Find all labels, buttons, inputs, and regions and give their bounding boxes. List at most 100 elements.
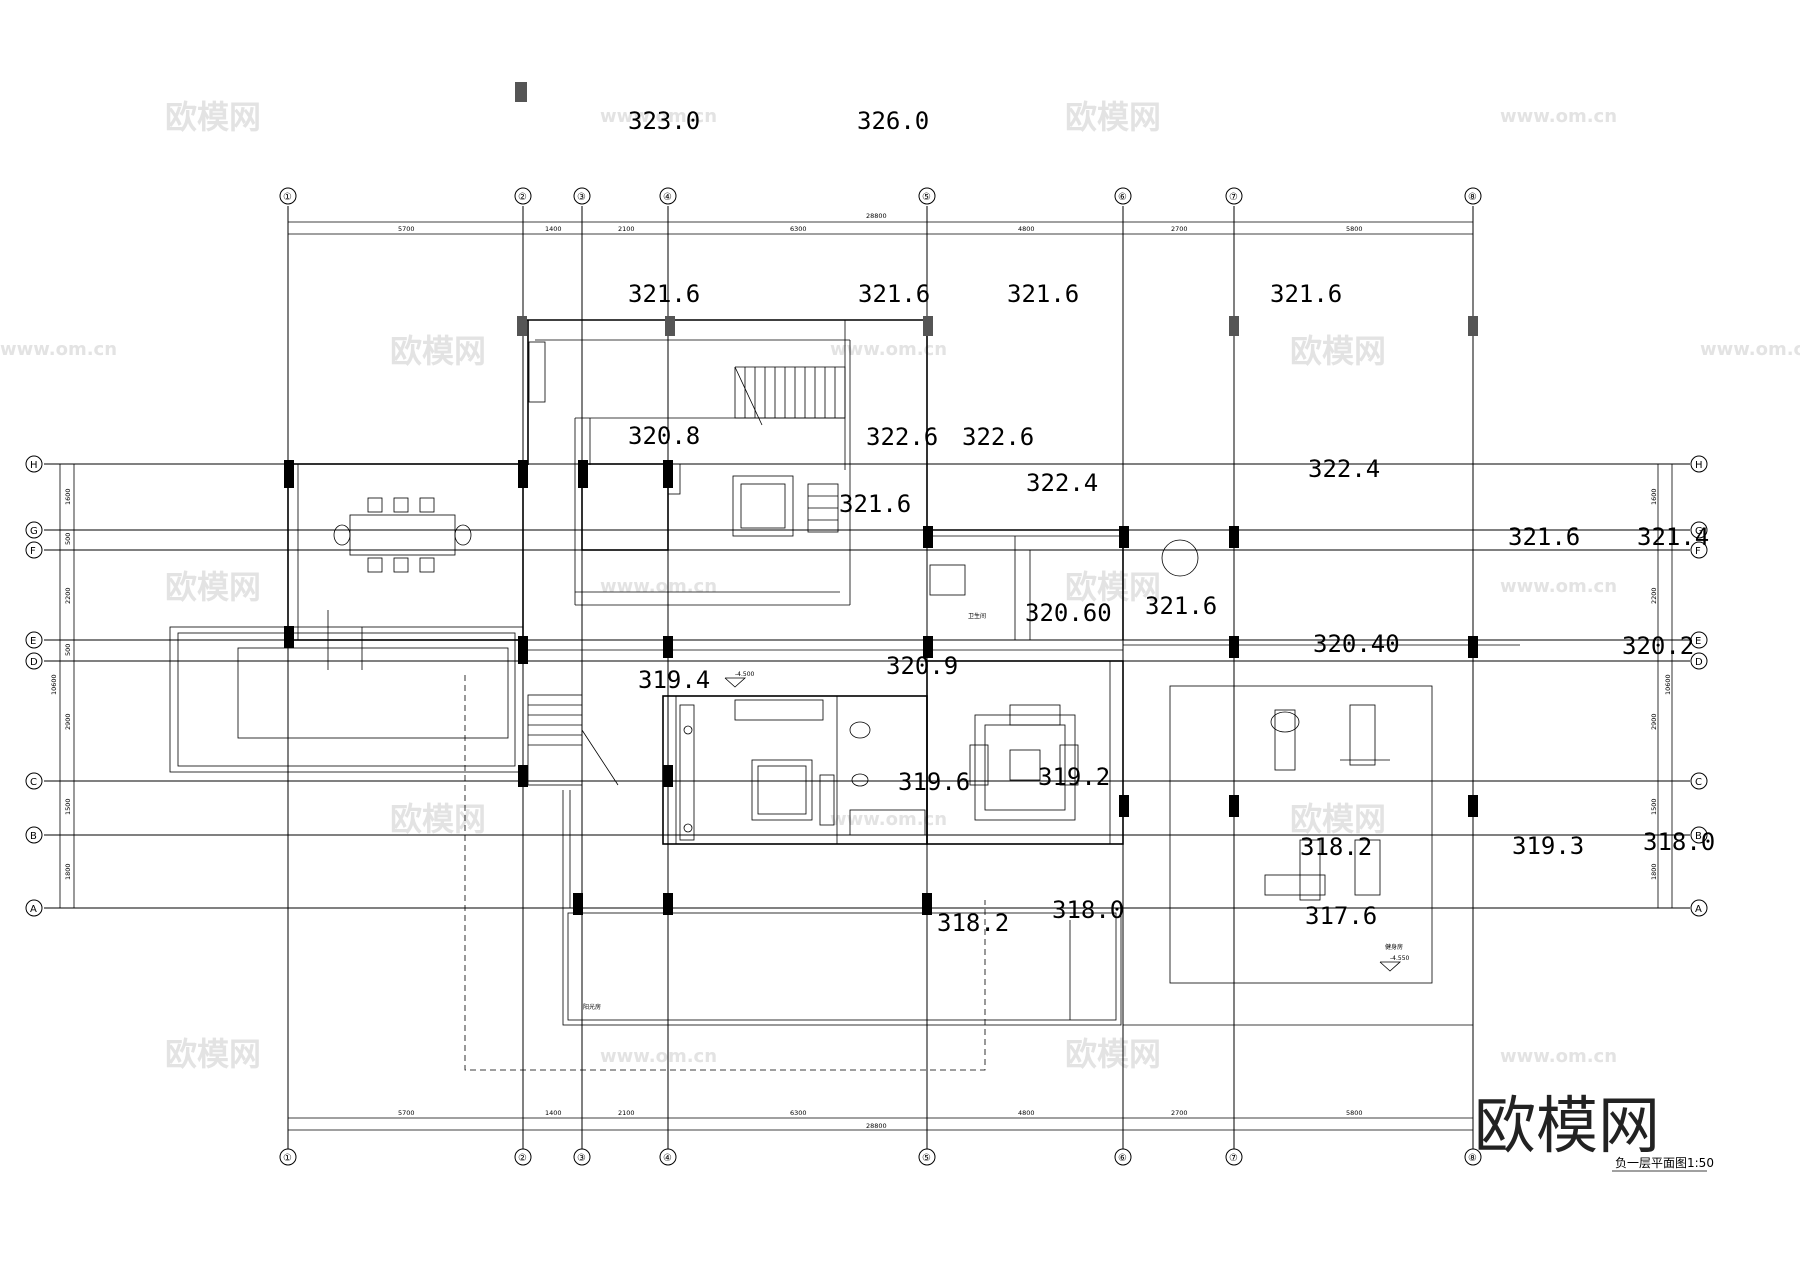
dim-total: 28800 bbox=[866, 1122, 887, 1130]
elevation: 321.6 bbox=[1145, 592, 1217, 620]
axis-label: H bbox=[1695, 460, 1703, 471]
axis-label: C bbox=[30, 777, 37, 788]
axis-label: F bbox=[1695, 546, 1701, 557]
axis-label: ⑧ bbox=[1468, 192, 1477, 203]
room-label: 阳光房 bbox=[583, 1003, 601, 1011]
elevation: 321.6 bbox=[628, 280, 700, 308]
dim-side: 2200 bbox=[1650, 587, 1658, 604]
axis-label: B bbox=[30, 831, 37, 842]
site-logo: 欧模网 bbox=[1474, 1089, 1660, 1162]
level-marks: -4.500 -4.550 卫生间 阳光房 健身房 bbox=[583, 612, 1410, 1011]
axis-label: ⑦ bbox=[1229, 1153, 1238, 1164]
top-axis-bubbles: ① ② ③ ④ ⑤ ⑥ ⑦ ⑧ bbox=[279, 187, 1482, 205]
dim-side: 2200 bbox=[64, 587, 72, 604]
axis-label: ① bbox=[283, 1153, 292, 1164]
left-axis-bubbles: H G F E D C B A bbox=[25, 455, 43, 917]
dim-segment: 2100 bbox=[618, 1109, 635, 1117]
elevation: 318.2 bbox=[1300, 833, 1372, 861]
axis-label: ④ bbox=[663, 192, 672, 203]
watermark-url: www.om.cn bbox=[830, 339, 947, 360]
elevation: 320.9 bbox=[886, 652, 958, 680]
elevation: 319.6 bbox=[898, 768, 970, 796]
watermark-url: www.om.cn bbox=[830, 809, 947, 830]
watermark-text: 欧模网 bbox=[1065, 1035, 1161, 1073]
watermark-text: 欧模网 bbox=[1290, 332, 1386, 370]
elevation: 326.0 bbox=[857, 107, 929, 135]
lower-stairs bbox=[527, 694, 619, 786]
drawing-title: 负一层平面图1:50 bbox=[1615, 1156, 1714, 1170]
watermark-url: www.om.cn bbox=[600, 106, 717, 127]
axis-label: ② bbox=[518, 192, 527, 203]
right-axis-bubbles: H G F E D C B A bbox=[1690, 455, 1708, 917]
watermark-url: www.om.cn bbox=[1700, 339, 1800, 360]
axis-label: C bbox=[1695, 777, 1702, 788]
axis-label: ⑤ bbox=[922, 1153, 931, 1164]
watermark-text: 欧模网 bbox=[1290, 800, 1386, 838]
watermark-text: 欧模网 bbox=[390, 332, 486, 370]
axis-label: F bbox=[30, 546, 36, 557]
dim-side: 2900 bbox=[64, 713, 72, 730]
dim-side: 1600 bbox=[1650, 488, 1658, 505]
elevation: 318.0 bbox=[1643, 828, 1715, 856]
axis-label: G bbox=[1695, 526, 1703, 537]
watermark-url: www.om.cn bbox=[600, 1046, 717, 1067]
dim-segment: 2700 bbox=[1171, 1109, 1188, 1117]
dim-segment: 5800 bbox=[1346, 225, 1363, 233]
dim-segment: 5700 bbox=[398, 225, 415, 233]
axis-label: A bbox=[30, 904, 37, 915]
watermark-url: www.om.cn bbox=[1500, 1046, 1617, 1067]
axis-label: ⑤ bbox=[922, 192, 931, 203]
room-label: 卫生间 bbox=[968, 612, 986, 620]
elevation: 318.2 bbox=[937, 909, 1009, 937]
dim-segment: 5800 bbox=[1346, 1109, 1363, 1117]
elevation: 321.6 bbox=[839, 490, 911, 518]
elevation: 320.60 bbox=[1025, 599, 1112, 627]
room-label: 健身房 bbox=[1385, 943, 1403, 951]
level-mark: -4.500 bbox=[735, 671, 755, 678]
watermark-url: www.om.cn bbox=[1500, 576, 1617, 597]
left-dimensions: 1600 500 2200 500 2900 1500 1800 10600 bbox=[50, 464, 75, 908]
elevation-labels: 323.0 326.0 321.6 321.6 321.6 321.6 320.… bbox=[628, 107, 1715, 937]
watermark-text: 欧模网 bbox=[1065, 98, 1161, 136]
elevation: 322.4 bbox=[1308, 455, 1380, 483]
axis-label: ② bbox=[518, 1153, 527, 1164]
living-furniture bbox=[969, 704, 1079, 821]
axis-label: E bbox=[30, 636, 36, 647]
axis-label: ① bbox=[283, 192, 292, 203]
dim-side: 1500 bbox=[64, 798, 72, 815]
dim-side-total: 10600 bbox=[1664, 674, 1672, 695]
axis-label: ⑥ bbox=[1118, 192, 1127, 203]
elevation: 321.6 bbox=[1508, 523, 1580, 551]
dim-segment: 6300 bbox=[790, 1109, 807, 1117]
dining-table bbox=[333, 497, 472, 573]
right-dimensions: 1600 2200 2900 1500 1800 10600 bbox=[1650, 464, 1673, 908]
dim-side-total: 10600 bbox=[50, 674, 58, 695]
axis-label: D bbox=[1695, 657, 1703, 668]
dim-segment: 4800 bbox=[1018, 225, 1035, 233]
bottom-axis-bubbles: ① ② ③ ④ ⑤ ⑥ ⑦ ⑧ bbox=[279, 1148, 1482, 1166]
elevation: 321.4 bbox=[1637, 523, 1709, 551]
axis-label: A bbox=[1695, 904, 1702, 915]
top-dimensions: 28800 5700 1400 2100 6300 4800 2700 5800 bbox=[288, 212, 1473, 235]
elevation: 319.2 bbox=[1038, 763, 1110, 791]
watermark-text: 欧模网 bbox=[390, 800, 486, 838]
elevation: 320.8 bbox=[628, 422, 700, 450]
dim-side: 1800 bbox=[1650, 863, 1658, 880]
axis-label: D bbox=[30, 657, 38, 668]
dim-side: 2900 bbox=[1650, 713, 1658, 730]
horizontal-grid-lines bbox=[44, 463, 1690, 909]
dim-segment: 2700 bbox=[1171, 225, 1188, 233]
dim-segment: 2100 bbox=[618, 225, 635, 233]
dim-total: 28800 bbox=[866, 212, 887, 220]
watermark-layer: 欧模网 欧模网 欧模网 欧模网 欧模网 欧模网 欧模网 欧模网 欧模网 欧模网 … bbox=[0, 98, 1800, 1073]
axis-label: ③ bbox=[577, 192, 586, 203]
elevation: 318.0 bbox=[1052, 896, 1124, 924]
axis-label: G bbox=[30, 526, 38, 537]
dim-segment: 6300 bbox=[790, 225, 807, 233]
elevation: 319.3 bbox=[1512, 832, 1584, 860]
elevation: 317.6 bbox=[1305, 902, 1377, 930]
watermark-text: 欧模网 bbox=[165, 1035, 261, 1073]
dim-segment: 4800 bbox=[1018, 1109, 1035, 1117]
columns bbox=[284, 82, 1478, 915]
elevation: 320.40 bbox=[1313, 630, 1400, 658]
